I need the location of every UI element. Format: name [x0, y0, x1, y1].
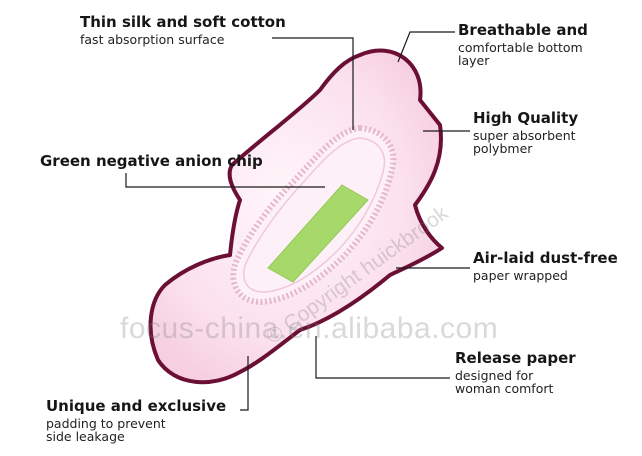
label-anion-chip: Green negative anion chip: [40, 153, 263, 170]
label-title: Green negative anion chip: [40, 152, 263, 170]
label-sub: padding to prevent: [46, 415, 166, 431]
leader-breathable: [397, 31, 455, 63]
label-release: Release paper designed for woman comfort: [455, 350, 576, 396]
label-sub: layer: [458, 53, 490, 69]
label-sub: designed for: [455, 367, 534, 383]
anion-chip-strip: [267, 184, 369, 283]
leader-unique: [240, 356, 249, 411]
label-title: Unique and exclusive: [46, 397, 227, 415]
label-high-quality: High Quality super absorbent polybmer: [473, 110, 578, 156]
label-unique: Unique and exclusive padding to prevent …: [46, 398, 226, 444]
label-sub: paper wrapped: [473, 267, 568, 283]
leader-thin-silk: [272, 37, 354, 130]
label-sub: comfortable bottom: [458, 39, 583, 55]
watermark-site: focus-china.en.alibaba.com: [120, 312, 499, 345]
label-thin-silk: Thin silk and soft cotton fast absorptio…: [80, 14, 286, 46]
label-sub: polybmer: [473, 141, 533, 157]
label-title: Thin silk and soft cotton: [80, 13, 286, 31]
label-sub: side leakage: [46, 429, 125, 445]
label-title: Air-laid dust-free: [473, 249, 618, 267]
label-sub: woman comfort: [455, 381, 554, 397]
label-breathable: Breathable and comfortable bottom layer: [458, 22, 588, 68]
leader-anion-chip: [125, 173, 325, 188]
label-title: Release paper: [455, 349, 576, 367]
label-air-laid: Air-laid dust-free paper wrapped: [473, 250, 618, 282]
pad-inner-ring: [243, 137, 386, 293]
label-sub: fast absorption surface: [80, 31, 225, 47]
label-title: High Quality: [473, 109, 579, 127]
leader-release: [315, 336, 450, 379]
pad-inner-channel: [230, 124, 397, 306]
label-sub: super absorbent: [473, 127, 576, 143]
label-title: Breathable and: [458, 21, 588, 39]
